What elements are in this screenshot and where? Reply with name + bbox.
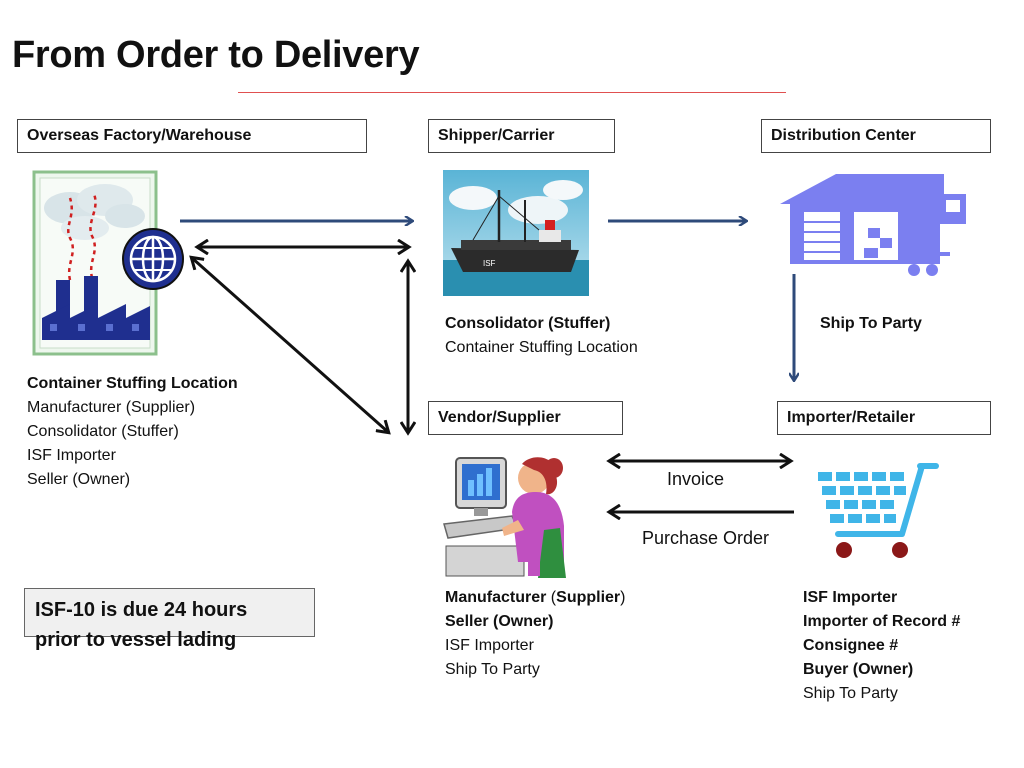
distribution-detail-line: Ship To Party	[820, 315, 922, 332]
title-underline	[238, 92, 786, 93]
isf-note-line: ISF-10 is due 24 hours	[35, 599, 248, 621]
vendor-details: Manufacturer (Supplier) Seller (Owner) I…	[445, 586, 625, 682]
vendor-manufacturer-text: Manufacturer	[445, 589, 547, 606]
vendor-detail-line: Seller (Owner)	[445, 613, 554, 630]
node-vendor-supplier: Vendor/Supplier	[428, 401, 623, 435]
factory-detail-line: Container Stuffing Location	[27, 375, 238, 392]
page-title: From Order to Delivery	[12, 34, 420, 76]
distribution-details: Ship To Party	[820, 312, 922, 336]
vendor-detail-line: ISF Importer	[445, 637, 534, 654]
node-shipper-carrier: Shipper/Carrier	[428, 119, 615, 153]
svg-text:ISF: ISF	[483, 259, 496, 268]
factory-detail-line: Seller (Owner)	[27, 471, 131, 488]
node-importer-retailer: Importer/Retailer	[777, 401, 991, 435]
cargo-ship-icon: ISF	[443, 170, 589, 296]
factory-detail-line: Manufacturer (Supplier)	[27, 399, 196, 416]
invoice-label: Invoice	[667, 469, 725, 489]
importer-detail-line: Consignee #	[803, 637, 899, 654]
vendor-supplier-text: Supplier	[556, 589, 621, 606]
vendor-paren-close: )	[620, 589, 626, 606]
globe-icon	[122, 228, 184, 290]
shipper-detail-line: Consolidator (Stuffer)	[445, 315, 611, 332]
vendor-paren-open: (	[546, 589, 557, 606]
factory-detail-line: ISF Importer	[27, 447, 116, 464]
arrow-factory-vendor-info	[192, 258, 388, 432]
shipper-details: Consolidator (Stuffer) Container Stuffin…	[445, 312, 638, 360]
vendor-detail-line: Ship To Party	[445, 661, 540, 678]
isf-deadline-note: ISF-10 is due 24 hours prior to vessel l…	[24, 588, 315, 651]
importer-detail-line: Importer of Record #	[803, 613, 961, 630]
importer-detail-line: Buyer (Owner)	[803, 661, 914, 678]
shipper-detail-line: Container Stuffing Location	[445, 339, 638, 356]
node-overseas-factory: Overseas Factory/Warehouse	[17, 119, 367, 153]
importer-detail-line: ISF Importer	[803, 589, 898, 606]
shopping-cart-icon	[818, 463, 939, 558]
importer-detail-line: Ship To Party	[803, 685, 898, 702]
isf-note-line: prior to vessel lading	[35, 629, 237, 651]
purchase-order-label: Purchase Order	[642, 528, 770, 548]
importer-details: ISF Importer Importer of Record # Consig…	[803, 586, 960, 706]
factory-details: Container Stuffing Location Manufacturer…	[27, 372, 238, 492]
vendor-detail-line-1: Manufacturer (Supplier)	[445, 586, 625, 610]
warehouse-forklift-icon	[780, 174, 966, 276]
office-worker-computer-icon	[443, 457, 566, 578]
factory-detail-line: Consolidator (Stuffer)	[27, 423, 179, 440]
node-distribution-center: Distribution Center	[761, 119, 991, 153]
